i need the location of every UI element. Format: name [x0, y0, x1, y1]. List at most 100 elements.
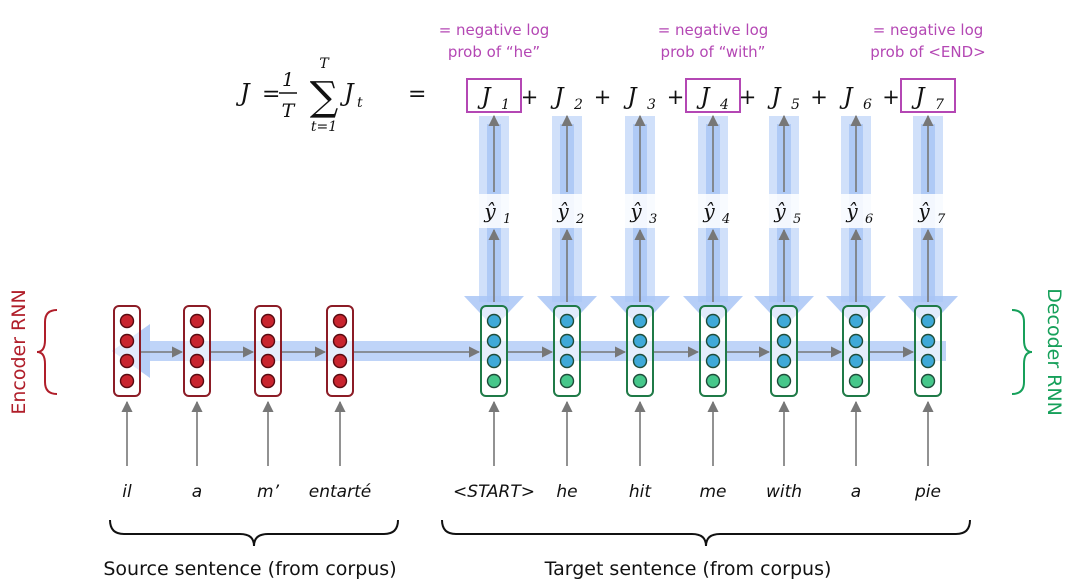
loss-term-sub: 4 [719, 97, 729, 113]
formula-lhs: J [235, 79, 251, 107]
encoder-neuron [332, 373, 348, 389]
formula-equals-2: = [408, 82, 426, 107]
decoder-cell [699, 305, 727, 397]
connector-arrows [121, 114, 934, 466]
target-brace [441, 519, 971, 547]
formula-sum-upper: T [319, 56, 330, 72]
target-word: pie [914, 482, 941, 502]
plus-sign: + [667, 85, 685, 109]
decoder-cell [553, 305, 581, 397]
annotation-line-1: = negative log [439, 21, 550, 39]
loss-term-box [900, 78, 956, 113]
plus-sign: + [521, 85, 539, 109]
decoder-neuron [632, 373, 648, 389]
loss-term-label: J [911, 84, 926, 110]
loss-term-sub: 7 [935, 97, 944, 113]
decoder-neuron [486, 313, 502, 329]
encoder-cell [254, 305, 282, 397]
encoder-neuron [119, 333, 135, 349]
annotation-1: = negative log prob of “he” [439, 21, 550, 61]
plus-sign: + [882, 85, 900, 109]
target-word: he [556, 482, 577, 502]
yhat-sub: 7 [937, 212, 946, 227]
decoder-neuron [776, 313, 792, 329]
decoder-neuron [848, 373, 864, 389]
decoder-label: Decoder RNN [1043, 288, 1065, 416]
captions: Source sentence (from corpus) Target sen… [103, 519, 971, 580]
encoder-neuron [189, 333, 205, 349]
formula-sum-lower: t=1 [311, 119, 337, 135]
encoder-neuron [189, 313, 205, 329]
yhat-label: ŷ [556, 199, 569, 223]
source-caption: Source sentence (from corpus) [103, 558, 396, 580]
decoder-cell [842, 305, 870, 397]
yhat-label: ŷ [773, 199, 786, 223]
side-labels: Encoder RNN Decoder RNN [8, 288, 1065, 416]
target-caption: Target sentence (from corpus) [544, 558, 832, 580]
decoder-neuron [632, 333, 648, 349]
decoder-neuron [920, 313, 936, 329]
decoder-brace [1011, 309, 1033, 395]
plus-sign: + [810, 85, 828, 109]
decoder-neuron [486, 373, 502, 389]
annotation-line-2: prob of “he” [448, 43, 540, 61]
decoder-neuron [848, 353, 864, 369]
formula-equals: = [262, 82, 280, 107]
annotation-line-2: prob of “with” [661, 43, 766, 61]
loss-term-label: J [477, 84, 492, 110]
encoder-label: Encoder RNN [8, 289, 30, 414]
source-brace [109, 519, 399, 547]
yhat-label: ŷ [483, 199, 496, 223]
decoder-neuron [486, 353, 502, 369]
decoder-neuron [705, 313, 721, 329]
decoder-neuron [776, 373, 792, 389]
decoder-neuron [559, 353, 575, 369]
encoder-neuron [119, 353, 135, 369]
decoder-neuron [848, 313, 864, 329]
decoder-neuron [920, 353, 936, 369]
formula-sum-term-sub: t [357, 95, 363, 111]
target-word: hit [629, 482, 652, 502]
plus-sign: + [594, 85, 612, 109]
encoder-neuron [260, 313, 276, 329]
target-word: a [851, 482, 861, 502]
decoder-neuron [848, 333, 864, 349]
encoder-cell [326, 305, 354, 397]
encoder-neuron [119, 373, 135, 389]
decoder-neuron [486, 333, 502, 349]
encoder-neuron [332, 333, 348, 349]
decoder-neuron [559, 313, 575, 329]
encoder-neuron [332, 313, 348, 329]
encoder-neuron [260, 373, 276, 389]
loss-term-box [685, 78, 741, 113]
decoder-cell [626, 305, 654, 397]
decoder-neuron [705, 333, 721, 349]
yhat-sub: 1 [503, 212, 511, 227]
decoder-neuron [920, 333, 936, 349]
yhat-sub: 3 [649, 212, 657, 227]
loss-term-sub: 3 [647, 97, 656, 113]
loss-term-label: J [696, 84, 711, 110]
decoder-cell [914, 305, 942, 397]
yhat-label: ŷ [917, 199, 930, 223]
loss-term-label: J [767, 84, 782, 110]
source-word: m’ [257, 482, 280, 502]
formula-frac-denominator: T [282, 100, 296, 122]
decoder-neuron [705, 353, 721, 369]
yhat-sub: 6 [865, 212, 873, 227]
loss-term-label: J [839, 84, 854, 110]
source-word: a [192, 482, 202, 502]
loss-term-label: J [623, 84, 638, 110]
